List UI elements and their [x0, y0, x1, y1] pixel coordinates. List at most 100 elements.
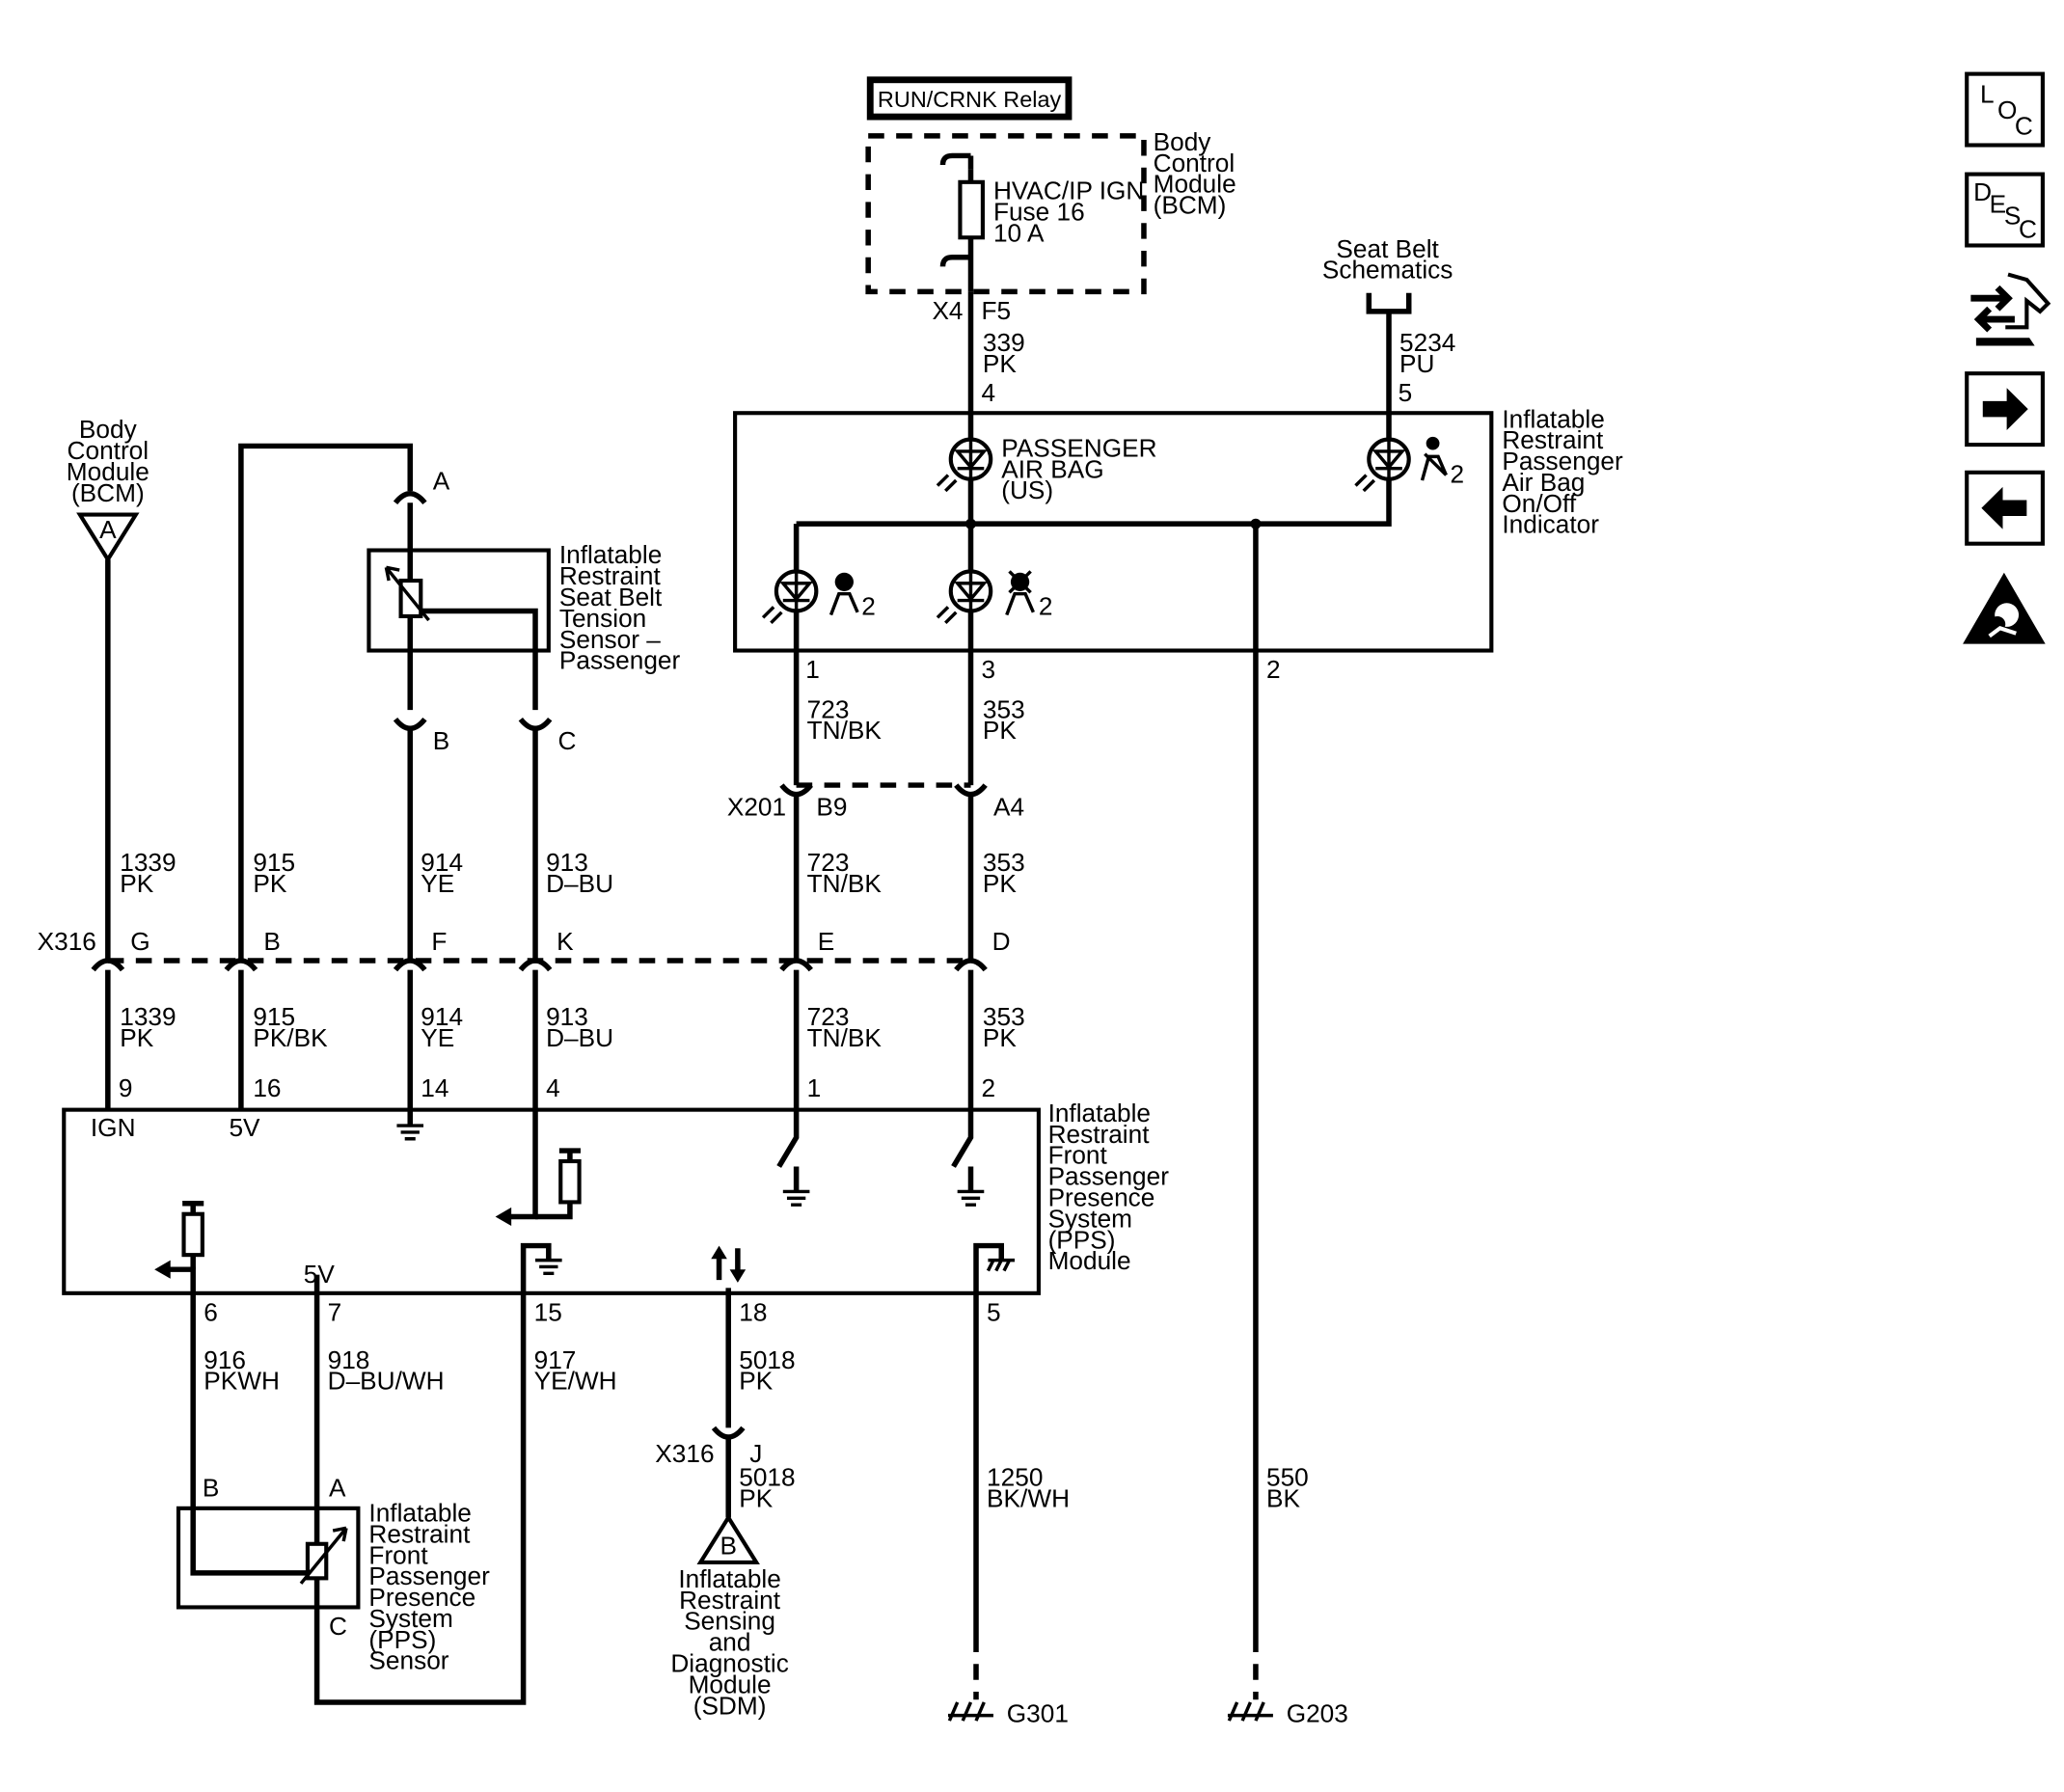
pps-pin-18: 18 — [739, 1298, 767, 1327]
pps-pin-1: 1 — [807, 1073, 822, 1102]
x201-pin-a4: A4 — [993, 793, 1024, 822]
pps-pin-15: 15 — [534, 1298, 562, 1327]
ground-g301-label: G301 — [1007, 1699, 1069, 1728]
sdm-name-1: Inflatable — [678, 1564, 780, 1593]
pps-name-3: Front — [1048, 1141, 1108, 1170]
wire-915b-num: 915 — [253, 1002, 295, 1031]
wire-914a-color: YE — [421, 869, 454, 898]
pps-sensor-name-4: Passenger — [368, 1561, 490, 1590]
pps-ground-14-icon — [396, 1109, 424, 1141]
tension-name-6: Passenger — [559, 646, 681, 675]
wire-913b-color: D–BU — [546, 1023, 613, 1052]
run-crnk-relay-label: RUN/CRNK Relay — [878, 87, 1062, 112]
indicator-name-5: On/Off — [1502, 489, 1577, 518]
airbag-off-led-icon — [936, 569, 993, 624]
desc-letter-d: D — [1973, 177, 1992, 206]
wire-723c-num: 723 — [807, 1002, 850, 1031]
x316-lower-pin: J — [749, 1439, 762, 1468]
sdm: B Inflatable Restraint Sensing and Diagn… — [670, 1513, 789, 1720]
pps-sensor-pin-b: B — [203, 1474, 220, 1503]
sdm-name-3: Sensing — [684, 1607, 775, 1636]
bcm-left: Body Control Module (BCM) A — [67, 415, 149, 564]
wire-914a-num: 914 — [421, 848, 463, 877]
pps-name-2: Restraint — [1048, 1120, 1151, 1149]
wire-339-color: PK — [983, 349, 1018, 378]
indicator-name-2: Restraint — [1502, 425, 1604, 454]
indicator-name-3: Passenger — [1502, 447, 1623, 475]
wire-353b-num: 353 — [983, 848, 1025, 877]
wire-723c-color: TN/BK — [807, 1023, 883, 1052]
x316-lower-label: X316 — [655, 1439, 714, 1468]
wire-550-num: 550 — [1266, 1463, 1309, 1492]
pps-pin-16: 16 — [253, 1073, 281, 1102]
pps-sensor-name-1: Inflatable — [368, 1499, 471, 1528]
sdm-name-7: (SDM) — [693, 1691, 767, 1720]
wire-5234-num: 5234 — [1399, 328, 1455, 357]
x316-pin-e: E — [818, 927, 835, 956]
wire-1339b-num: 1339 — [120, 1002, 176, 1031]
next-arrow-icon — [1982, 388, 2028, 431]
indicator-pin-2: 2 — [1266, 655, 1281, 684]
wire-915-upper — [238, 443, 413, 962]
wire-5018b-color: PK — [739, 1484, 774, 1513]
wire-5018a-num: 5018 — [739, 1345, 795, 1374]
desc-letter-e: E — [1990, 189, 2007, 218]
x316-pin-f: F — [431, 927, 447, 956]
wire-918-num: 918 — [328, 1345, 370, 1374]
indicator-pin-3: 3 — [982, 655, 996, 684]
airbag-warning-icon[interactable] — [1963, 572, 2046, 644]
diagnostic-hand-icon[interactable] — [1970, 272, 2051, 346]
indicator-pin-1: 1 — [805, 655, 820, 684]
location-button[interactable]: L O C — [1965, 71, 2045, 148]
pps-sensor-name-8: Sensor — [368, 1646, 448, 1675]
wire-915b-color: PK/BK — [253, 1023, 328, 1052]
wires-x316-to-pps — [105, 969, 974, 1110]
pps-sensor-pin-c: C — [329, 1612, 347, 1641]
wire-914b-num: 914 — [421, 1002, 463, 1031]
seatbelt-ref-1: Seat Belt — [1336, 234, 1439, 263]
pps-module: 9 16 14 4 1 2 IGN 5V 5V — [62, 1073, 1169, 1327]
bcm-fuse-box: HVAC/IP IGN Fuse 16 10 A Body Control Mo… — [865, 127, 1236, 325]
sdm-name-2: Restraint — [679, 1586, 781, 1615]
wire-353c-num: 353 — [983, 1002, 1025, 1031]
wire-723a-color: TN/BK — [807, 716, 883, 745]
wire-5234 — [1366, 292, 1412, 414]
airbag-off-person-icon — [1005, 570, 1035, 616]
pps-name-7: (PPS) — [1048, 1225, 1116, 1254]
wire-353b-color: PK — [983, 869, 1018, 898]
wire-723b-num: 723 — [807, 848, 850, 877]
wire-353a-color: PK — [983, 716, 1018, 745]
loc-letter-o: O — [1997, 95, 2017, 124]
seatbelt-person-icon — [1420, 436, 1448, 481]
bcm-top-name-1: Body — [1154, 127, 1211, 156]
pps-sensor-name-3: Front — [368, 1540, 428, 1569]
sdm-name-6: Module — [689, 1670, 772, 1698]
pps-name-5: Presence — [1048, 1183, 1155, 1212]
sdm-name-4: and — [709, 1628, 751, 1657]
description-button[interactable]: D E S C — [1965, 172, 2045, 248]
tension-name-2: Restraint — [559, 561, 662, 590]
pps-pin-5: 5 — [987, 1298, 1001, 1327]
wire-916 — [190, 1292, 310, 1576]
wire-913b-num: 913 — [546, 1002, 588, 1031]
wire-1339b-color: PK — [120, 1023, 154, 1052]
airbag-indicator-module: 4 5 Inflatable Restraint Passenger Air B… — [733, 378, 1623, 684]
indicator-pin-5: 5 — [1399, 378, 1413, 407]
bcm-top-pin: F5 — [982, 296, 1012, 325]
bcm-left-name-1: Body — [79, 415, 137, 444]
ground-g301-icon: G301 — [947, 1699, 1069, 1728]
pps-pin-6: 6 — [204, 1298, 218, 1327]
bcm-top-connector: X4 — [932, 296, 963, 325]
pps-sensor-name-6: System — [368, 1604, 452, 1633]
bcm-top-name-4: (BCM) — [1154, 191, 1227, 220]
pps-data-arrows-icon — [711, 1245, 747, 1283]
wire-917-num: 917 — [534, 1345, 577, 1374]
previous-button[interactable] — [1965, 470, 2045, 546]
pps-sensor: B A C Inflatable Restraint Front Passeng… — [176, 1474, 490, 1675]
pps-name-6: System — [1048, 1205, 1132, 1234]
next-button[interactable] — [1965, 371, 2045, 448]
pps-switch-1-icon — [776, 1109, 810, 1207]
bcm-left-name-3: Module — [67, 457, 149, 486]
sdm-ref: B — [720, 1532, 737, 1561]
